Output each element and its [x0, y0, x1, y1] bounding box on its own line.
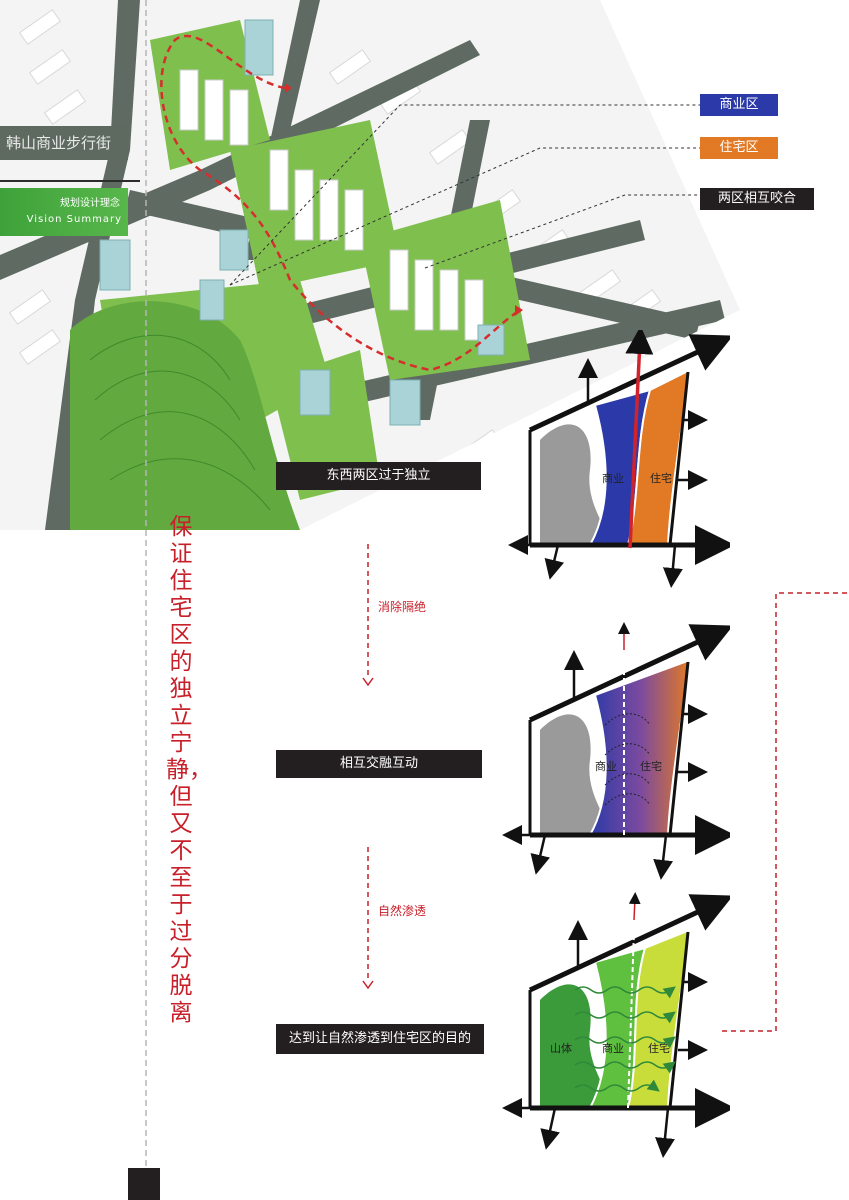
step-label-1: 东西两区过于独立 — [276, 462, 481, 490]
zone-label-commercial: 商业 — [602, 471, 624, 485]
zone-label-mountain: 山体 — [550, 1041, 572, 1055]
transition-arrow-2 — [362, 847, 374, 990]
legend-interlock: 两区相互咬合 — [700, 188, 814, 210]
zone-label-residential-2: 住宅 — [640, 759, 662, 773]
diagram-blending: 商业 住宅 — [502, 622, 730, 880]
transition-label-1: 消除隔绝 — [378, 600, 427, 614]
transition-arrow-1 — [362, 544, 374, 687]
divider — [0, 180, 140, 182]
legend-commercial: 商业区 — [700, 94, 778, 116]
zone-label-commercial-3: 商业 — [602, 1041, 624, 1055]
section-card: 规划设计理念 Vision Summary — [0, 188, 128, 236]
section-title-cn: 规划设计理念 — [60, 198, 120, 209]
diagram-nature: 山体 商业 住宅 — [502, 892, 730, 1158]
transition-label-2: 自然渗透 — [378, 904, 427, 918]
page-tab — [128, 1168, 160, 1200]
section-title-en: Vision Summary — [26, 214, 122, 225]
zone-label-commercial-2: 商业 — [595, 759, 617, 773]
project-title: 韩山商业步行街 — [0, 126, 128, 160]
zone-label-residential: 住宅 — [650, 471, 672, 485]
diagram-separate: 商业 住宅 — [508, 330, 730, 588]
vertical-slogan: 保证住宅区的独立宁静，但又不至于过分脱离 — [166, 514, 212, 1026]
legend-residential: 住宅区 — [700, 137, 778, 159]
step-label-2: 相互交融互动 — [276, 750, 482, 778]
step-label-3: 达到让自然渗透到住宅区的目的 — [276, 1024, 484, 1054]
bracket-line — [722, 592, 849, 1032]
guide-line — [145, 530, 147, 1170]
